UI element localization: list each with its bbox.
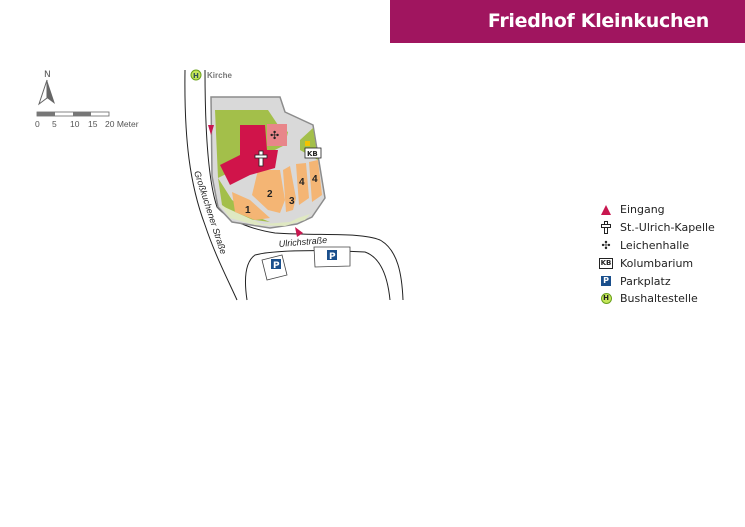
kb-icon: KB bbox=[598, 257, 614, 269]
entrance-triangle-icon bbox=[596, 204, 616, 215]
chapel-cross-icon bbox=[596, 221, 616, 235]
field-4a bbox=[296, 163, 309, 205]
field-label: 1 bbox=[245, 205, 251, 216]
scale-tick: 5 bbox=[52, 119, 57, 129]
field-label: 4 bbox=[312, 174, 318, 185]
mortuary bbox=[267, 124, 287, 146]
field-2 bbox=[252, 170, 285, 213]
field-label: 2 bbox=[267, 189, 273, 200]
mortuary-cross-icon: ✣ bbox=[601, 238, 611, 252]
parking-icon: P bbox=[271, 259, 281, 271]
svg-text:KB: KB bbox=[307, 150, 318, 158]
legend-item: ✣Leichenhalle bbox=[596, 237, 715, 255]
field-1 bbox=[232, 192, 270, 220]
field-label: 4 bbox=[299, 177, 305, 188]
bus-stop-icon: H bbox=[596, 293, 616, 305]
roads bbox=[184, 69, 404, 301]
page-title: Friedhof Kleinkuchen bbox=[487, 10, 709, 32]
north-label: N bbox=[44, 70, 51, 80]
field-4b bbox=[309, 160, 322, 202]
north-arrow-icon bbox=[38, 79, 55, 106]
street-label-ulrich: Ulrichstraße bbox=[278, 235, 327, 249]
parking-icon: P bbox=[327, 250, 337, 262]
legend: Eingang St.-Ulrich-Kapelle ✣Leichenhalle… bbox=[596, 201, 715, 308]
bus-stop-icon: H bbox=[190, 69, 202, 81]
svg-text:P: P bbox=[273, 261, 280, 271]
scale-tick: 0 bbox=[35, 119, 40, 129]
scale-bar bbox=[36, 111, 110, 117]
chapel bbox=[220, 125, 278, 185]
bus-stop-label: Kirche bbox=[207, 71, 232, 80]
scale-tick: 10 bbox=[70, 119, 80, 129]
cemetery bbox=[210, 96, 326, 229]
kb-icon: KB bbox=[304, 147, 322, 159]
field-3 bbox=[283, 166, 296, 212]
parking-icon: P bbox=[596, 276, 616, 287]
scale-tick: 20 Meter bbox=[105, 119, 139, 129]
mortuary-cross-icon: ✣ bbox=[270, 129, 279, 142]
title-bar: Friedhof Kleinkuchen bbox=[390, 0, 745, 43]
legend-item: St.-Ulrich-Kapelle bbox=[596, 219, 715, 237]
scale-tick: 15 bbox=[88, 119, 98, 129]
svg-text:H: H bbox=[193, 72, 199, 80]
legend-item: Eingang bbox=[596, 201, 715, 219]
entrance-triangle-icon bbox=[208, 125, 214, 135]
field-label: 3 bbox=[289, 196, 295, 207]
chapel-cross-icon bbox=[254, 150, 268, 167]
entrance-triangle-icon bbox=[295, 227, 303, 237]
svg-text:P: P bbox=[329, 252, 336, 262]
